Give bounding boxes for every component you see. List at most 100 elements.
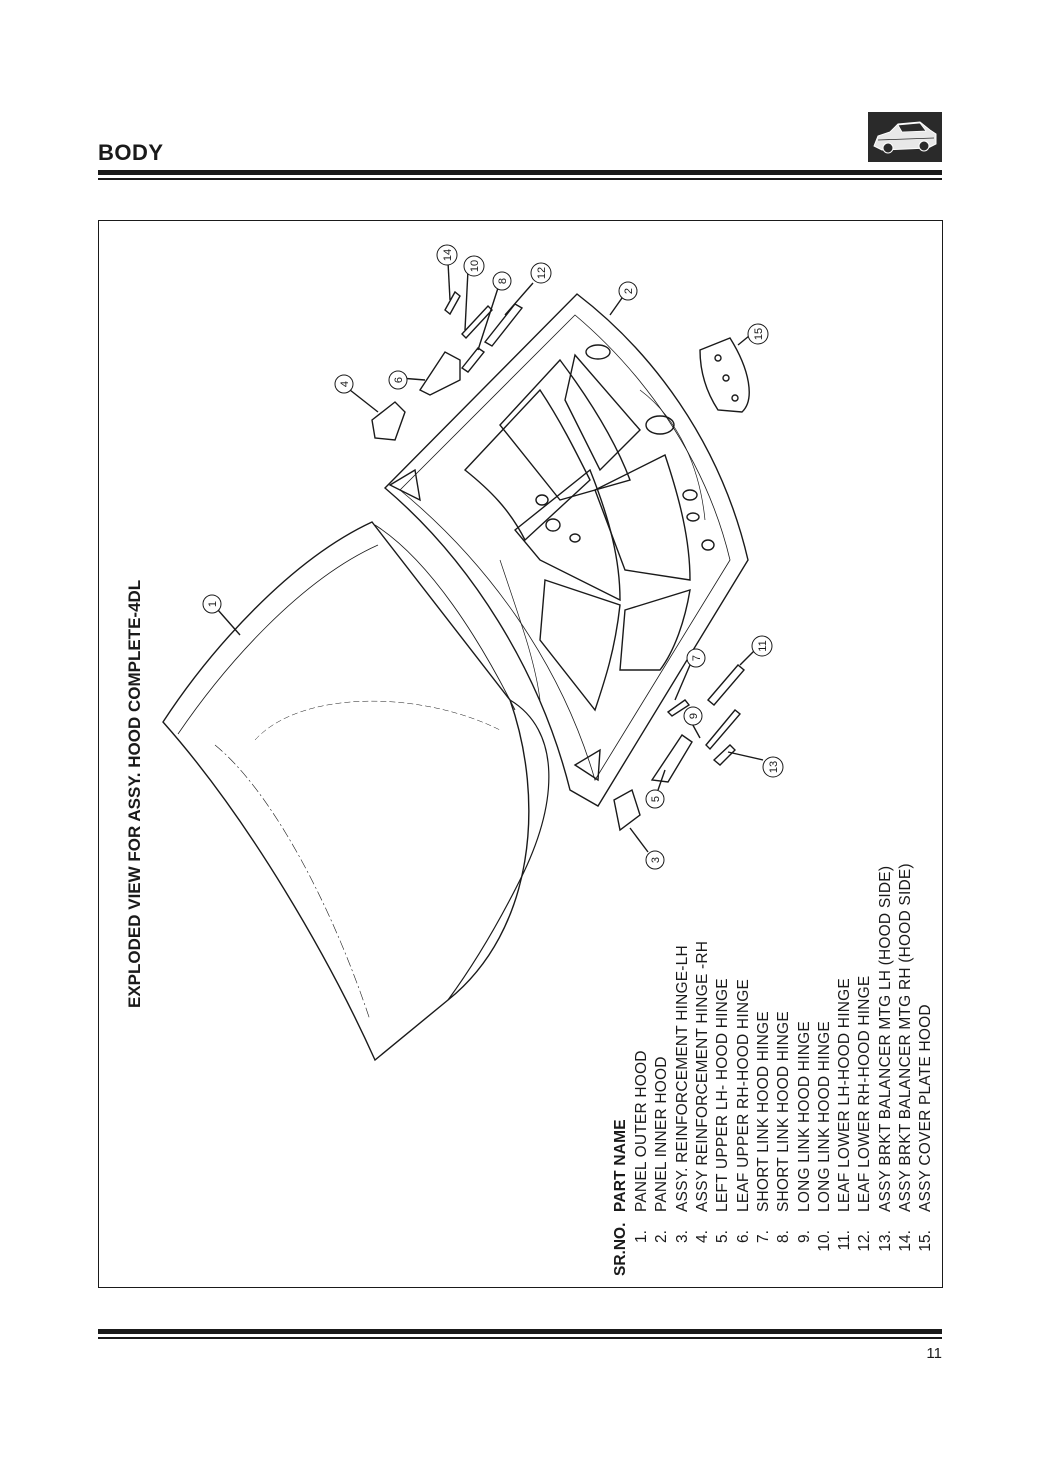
row-no: 4. (694, 1230, 712, 1243)
callout-9 (683, 706, 703, 726)
row-name: SHORT LINK HOOD HINGE (754, 1011, 772, 1212)
leaf-lower-lh (707, 664, 745, 706)
table-row: 13. ASSY BRKT BALANCER MTG LH (HOOD SIDE) (876, 626, 896, 1276)
car-icon (868, 112, 942, 162)
parts-table: SR.NO. PART NAME 1.PANEL OUTER HOOD 2.PA… (610, 626, 936, 1276)
callout-group (202, 244, 784, 870)
callout-label-1: 1 (207, 601, 219, 607)
header-rule-thin (98, 178, 942, 180)
callout-label-12: 12 (536, 267, 548, 279)
row-name: LEAF LOWER RH-HOOD HINGE (856, 975, 874, 1212)
row-no: 7. (754, 1230, 772, 1243)
callout-4 (334, 374, 354, 394)
callout-6 (388, 370, 408, 390)
callout-label-10: 10 (469, 260, 481, 272)
footer-rule-thin (98, 1337, 942, 1339)
row-name: ASSY BRKT BALANCER MTG RH (HOOD SIDE) (897, 863, 914, 1212)
callout-1 (202, 594, 222, 614)
table-row: 4. ASSY REINFORCEMENT HINGE -RH (693, 626, 713, 1276)
table-row: 2.PANEL INNER HOOD (652, 626, 672, 1276)
row-name: ASSY COVER PLATE HOOD (917, 1004, 935, 1212)
drawing-title: EXPLODED VIEW FOR ASSY. HOOD COMPLETE-4D… (125, 579, 144, 1008)
row-no: 12. (856, 1230, 874, 1252)
short-link-7 (666, 699, 691, 717)
callout-5 (645, 789, 665, 809)
col-header-part-name: PART NAME (612, 1119, 629, 1212)
callout-label-6: 6 (393, 377, 405, 383)
callout-12 (530, 262, 552, 284)
row-name: LEAF UPPER RH-HOOD HINGE (734, 978, 752, 1212)
long-link-10 (461, 304, 493, 340)
row-name: ASSY BRKT BALANCER MTG LH (HOOD SIDE) (876, 865, 894, 1212)
row-no: 13. (876, 1230, 894, 1252)
reinforcement-hinge-rh (371, 401, 406, 441)
callout-13 (762, 756, 784, 778)
header-rule-thick (98, 170, 942, 175)
row-no: 11. (836, 1230, 854, 1251)
outer-hood-panel (162, 521, 530, 1062)
row-no: 10. (815, 1230, 833, 1252)
row-no: 14. (897, 1230, 914, 1252)
callout-14 (436, 244, 458, 266)
row-name: LEAF LOWER LH-HOOD HINGE (836, 978, 854, 1212)
table-header-row: SR.NO. PART NAME (610, 626, 632, 1276)
table-row: 3. ASSY. REINFORCEMENT HINGE-LH (673, 626, 693, 1276)
callout-label-8: 8 (497, 278, 509, 284)
callout-8 (492, 271, 512, 291)
callout-3 (645, 850, 665, 870)
cover-plate (699, 337, 750, 413)
table-row: 5. LEFT UPPER LH- HOOD HINGE (713, 626, 733, 1276)
table-row: 12. LEAF LOWER RH-HOOD HINGE (855, 626, 875, 1276)
row-name: LEFT UPPER LH- HOOD HINGE (714, 978, 732, 1212)
callout-label-13: 13 (768, 761, 780, 773)
callout-label-2: 2 (623, 288, 635, 294)
table-row: 1. PANEL OUTER HOOD (632, 626, 652, 1276)
row-no: 8. (775, 1230, 793, 1243)
callout-7 (686, 648, 706, 668)
row-no: 3. (673, 1230, 691, 1243)
leaf-upper-lh-hinge (650, 734, 693, 783)
table-row: 14. ASSY BRKT BALANCER MTG RH (HOOD SIDE) (896, 626, 916, 1276)
callout-2 (618, 281, 638, 301)
table-row: 9.LONG LINK HOOD HINGE (794, 626, 814, 1276)
table-row: 8. SHORT LINK HOOD HINGE (774, 626, 794, 1276)
bracket-14 (444, 290, 461, 316)
row-name: ASSY. REINFORCEMENT HINGE-LH (673, 945, 691, 1212)
callout-11 (751, 635, 773, 657)
row-name: ASSY REINFORCEMENT HINGE -RH (694, 940, 712, 1212)
table-row: 6. LEAF UPPER RH-HOOD HINGE (733, 626, 753, 1276)
row-no: 6. (734, 1230, 752, 1243)
section-title: BODY (98, 140, 164, 165)
page-number: 11 (926, 1345, 942, 1362)
table-row: 10. LONG LINK HOOD HINGE (815, 626, 835, 1276)
callout-label-11: 11 (757, 640, 769, 651)
long-link-9 (705, 709, 742, 751)
bracket-13 (712, 744, 736, 766)
callout-label-9: 9 (688, 713, 700, 719)
table-row: 15. ASSY COVER PLATE HOOD (916, 626, 936, 1276)
row-no: 2. (653, 1230, 671, 1243)
col-header-sr-no: SR.NO. (612, 1222, 629, 1276)
row-name: PANEL OUTER HOOD (633, 1050, 651, 1212)
table-row: 7. SHORT LINK HOOD HINGE (754, 626, 774, 1276)
callout-label-4: 4 (339, 381, 351, 387)
footer-rule-thick (98, 1329, 942, 1334)
table-row: 11. LEAF LOWER LH-HOOD HINGE (835, 626, 855, 1276)
row-no: 5. (714, 1230, 732, 1243)
callout-label-14: 14 (442, 249, 454, 261)
callout-label-3: 3 (650, 857, 662, 863)
drawing-frame (98, 220, 943, 1288)
callout-10 (463, 255, 485, 277)
row-name: LONG LINK HOOD HINGE (815, 1021, 833, 1212)
row-name: SHORT LINK HOOD HINGE (775, 1011, 793, 1212)
reinforcement-hinge-lh (613, 788, 641, 832)
callout-label-7: 7 (691, 655, 703, 661)
row-name: LONG LINK HOOD HINGE (795, 1021, 813, 1212)
inner-hood-panel (383, 293, 749, 807)
row-no: 1. (633, 1230, 651, 1243)
short-link-8 (460, 347, 486, 373)
row-no: 15. (917, 1230, 935, 1252)
callout-15 (747, 323, 769, 345)
leaf-upper-rh-hinge (418, 351, 461, 396)
